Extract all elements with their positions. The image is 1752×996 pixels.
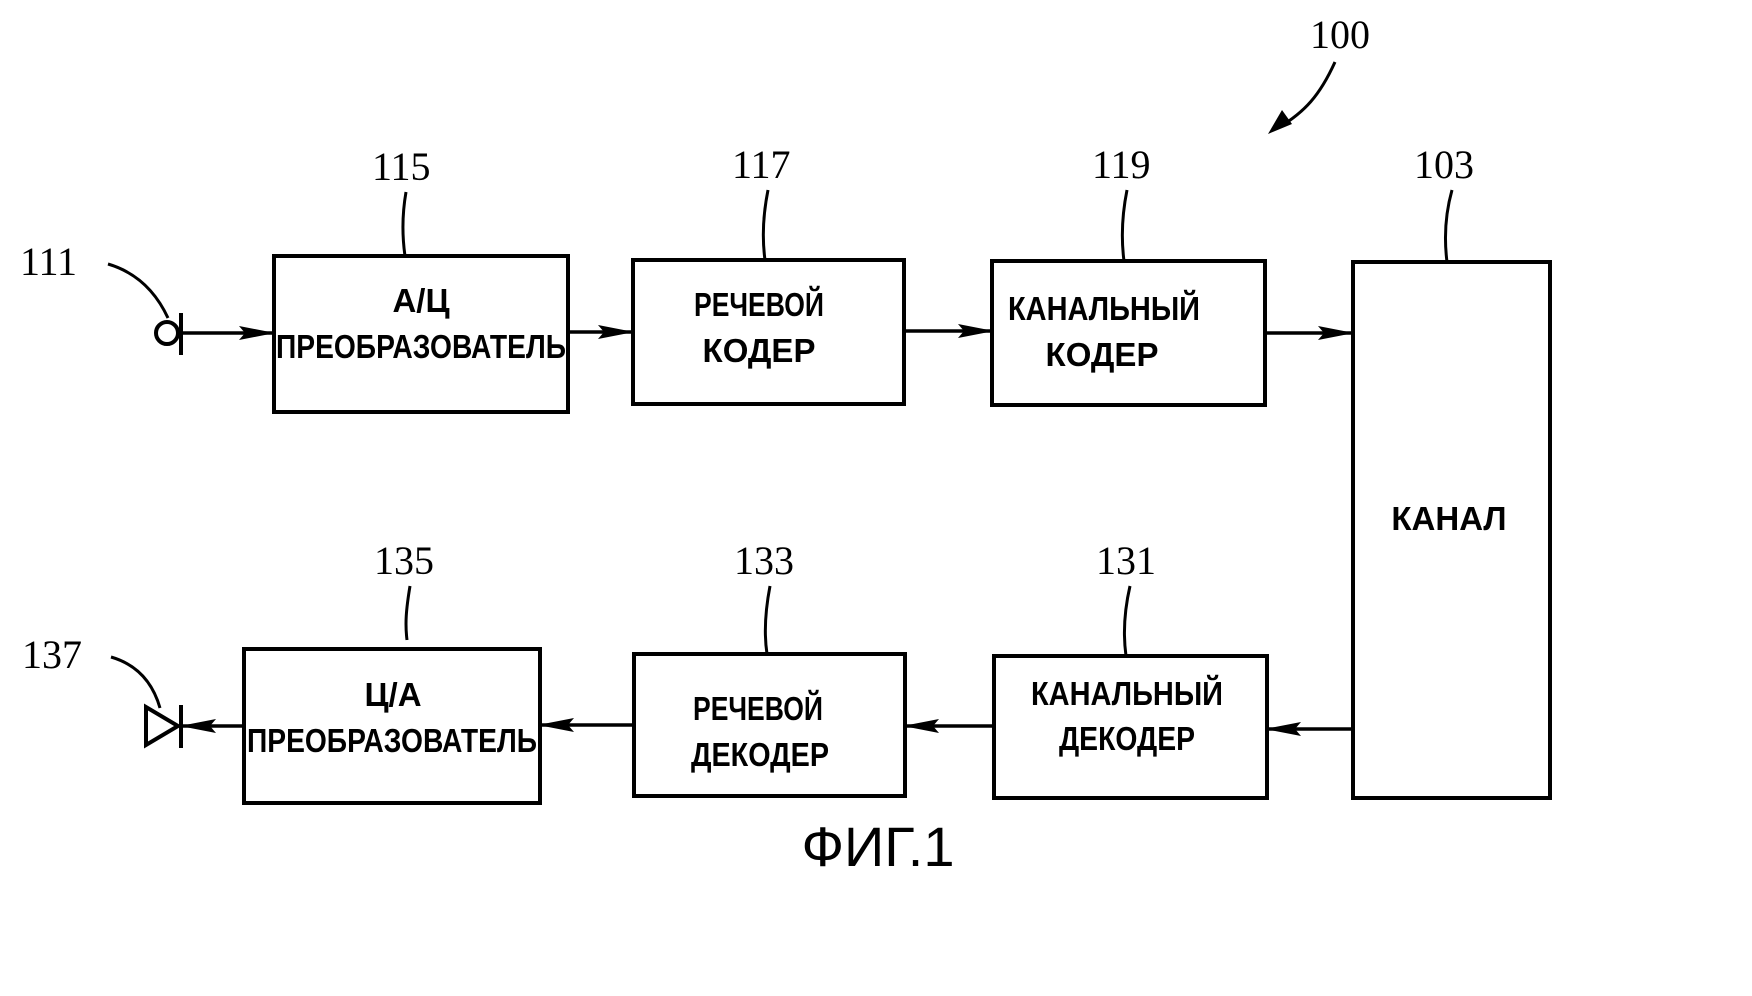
adc-block: 115 А/Ц ПРЕОБРАЗОВАТЕЛЬ (272, 144, 570, 414)
dac-ref-label: 135 (374, 538, 434, 583)
speech-decoder-block: 133 РЕЧЕВОЙ ДЕКОДЕР (632, 538, 907, 798)
channel-decoder-block: 131 КАНАЛЬНЫЙ ДЕКОДЕР (992, 538, 1269, 800)
adc-label-line2: ПРЕОБРАЗОВАТЕЛЬ (276, 328, 566, 365)
speech-encoder-block: 117 РЕЧЕВОЙ КОДЕР (631, 142, 906, 406)
microphone-icon (154, 313, 183, 355)
speech-decoder-label-line1: РЕЧЕВОЙ (693, 689, 823, 727)
speech-decoder-box (632, 652, 907, 798)
dac-block: 135 Ц/А ПРЕОБРАЗОВАТЕЛЬ (242, 538, 542, 805)
speech-decoder-ref-label: 133 (734, 538, 794, 583)
channel-decoder-label-line1: КАНАЛЬНЫЙ (1031, 674, 1223, 712)
speech-encoder-label-line1: РЕЧЕВОЙ (694, 285, 824, 323)
system-ref-label: 100 (1310, 12, 1370, 57)
speech-encoder-label-line2: КОДЕР (703, 332, 816, 369)
dac-label-line2: ПРЕОБРАЗОВАТЕЛЬ (247, 722, 537, 759)
channel-box (1351, 260, 1552, 800)
channel-encoder-box (990, 259, 1267, 407)
dac-leader (404, 585, 412, 641)
adc-ref-label: 115 (372, 144, 431, 189)
speech-encoder-leader (761, 189, 770, 261)
channel-encoder-label-line1: КАНАЛЬНЫЙ (1008, 289, 1200, 327)
channel-decoder-ref-label: 131 (1096, 538, 1156, 583)
channel-decoder-leader (1122, 585, 1132, 657)
adc-box (272, 254, 570, 414)
speaker-terminal: 137 (22, 632, 183, 749)
speech-decoder-leader (763, 585, 772, 655)
microphone-ref-label: 111 (20, 239, 77, 284)
figure-caption: ФИГ.1 (801, 815, 954, 878)
microphone-leader (107, 262, 170, 319)
adc-label-line1: А/Ц (392, 282, 449, 319)
speaker-leader (110, 655, 162, 709)
channel-decoder-label-line2: ДЕКОДЕР (1059, 720, 1195, 757)
channel-block: 103 КАНАЛ (1351, 142, 1552, 800)
speaker-icon (144, 703, 183, 749)
speech-encoder-ref-label: 117 (732, 142, 791, 187)
dac-label-line1: Ц/А (364, 676, 421, 713)
speech-decoder-label-line2: ДЕКОДЕР (691, 736, 829, 773)
channel-ref-label: 103 (1414, 142, 1474, 187)
speaker-ref-label: 137 (22, 632, 82, 677)
channel-label: КАНАЛ (1391, 500, 1506, 537)
microphone-terminal: 111 (20, 239, 183, 355)
dac-box (242, 647, 542, 805)
speech-encoder-box (631, 258, 906, 406)
channel-encoder-label-line2: КОДЕР (1046, 336, 1159, 373)
channel-leader (1443, 189, 1454, 263)
adc-leader (401, 191, 408, 257)
channel-encoder-block: 119 КАНАЛЬНЫЙ КОДЕР (990, 142, 1267, 407)
system-ref-arrowhead (1268, 110, 1292, 134)
channel-encoder-leader (1120, 189, 1129, 262)
channel-encoder-ref-label: 119 (1092, 142, 1151, 187)
